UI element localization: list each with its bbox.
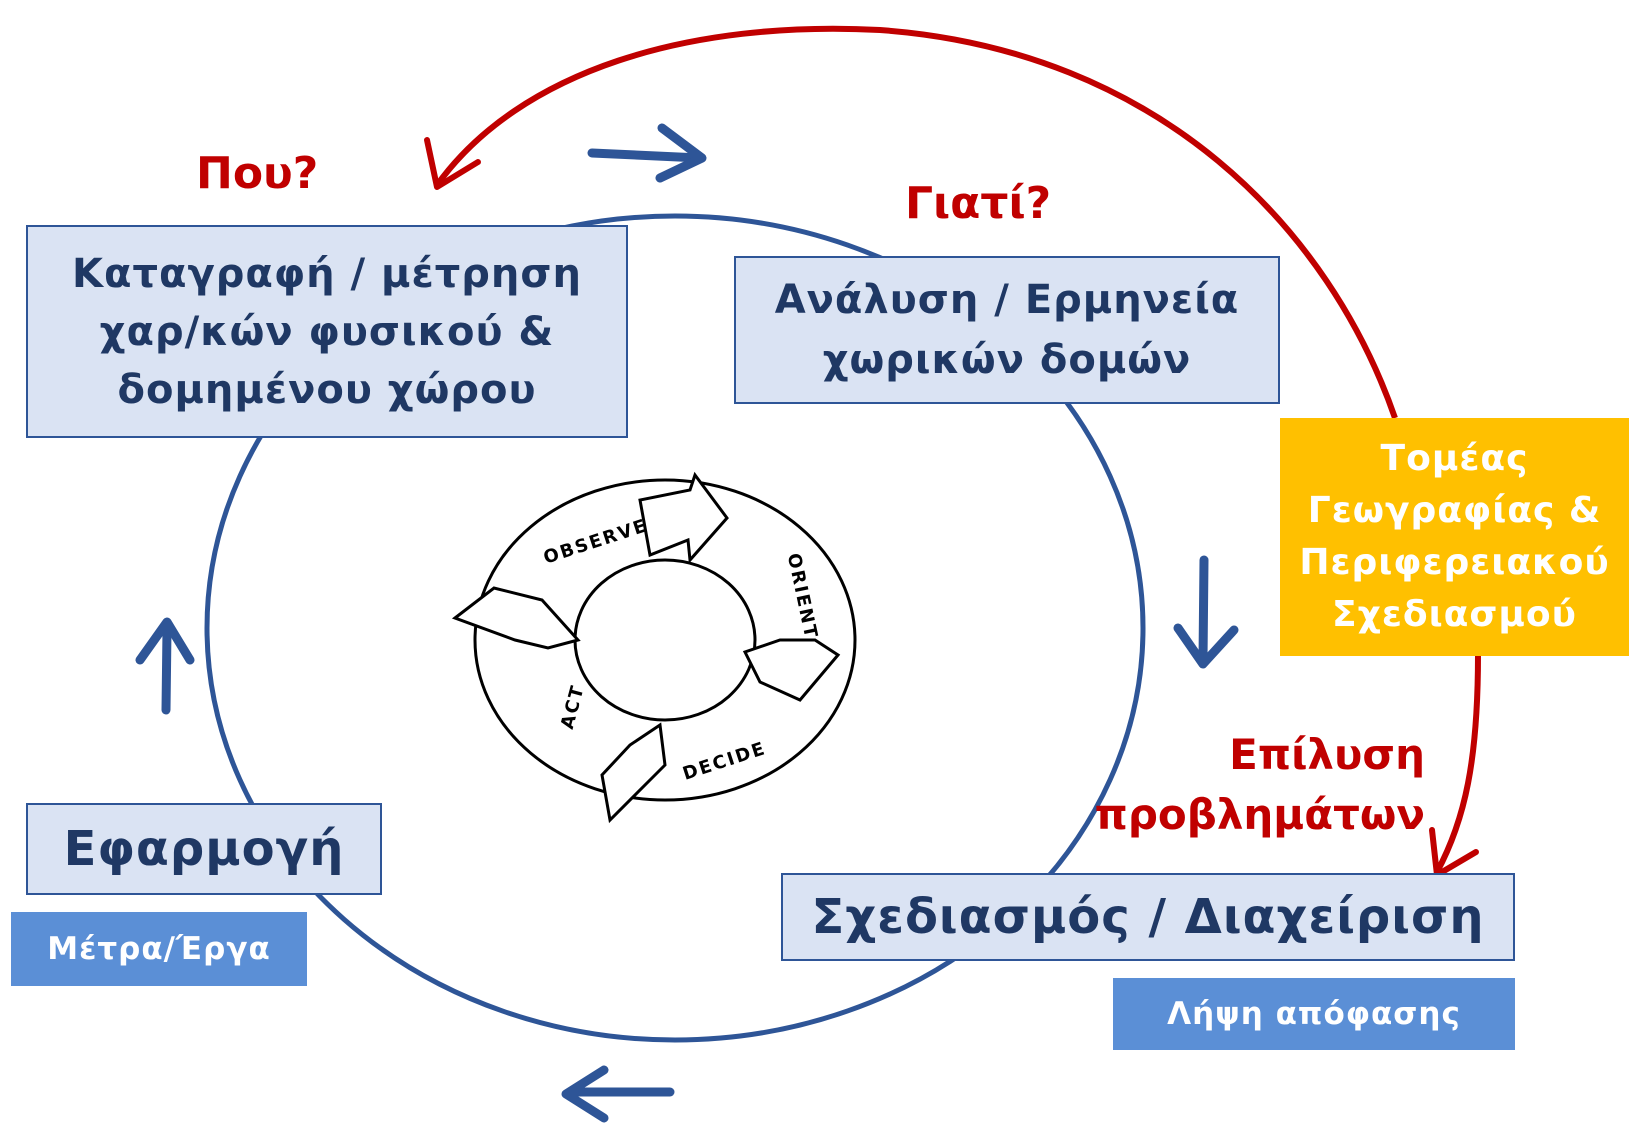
question-solve-line2: προβλημάτων <box>1094 790 1425 839</box>
red-descending-line <box>1434 654 1481 874</box>
sector-box: Τομέας Γεωγραφίας & Περιφερειακού Σχεδια… <box>1280 418 1629 656</box>
sector-line1: Τομέας <box>1380 438 1529 479</box>
sector-line4: Σχεδιασμού <box>1332 594 1577 635</box>
arrow-right-icon <box>587 123 707 183</box>
stage-record-line1: Καταγραφή / μέτρηση <box>71 250 583 297</box>
question-solve: Επίλυση προβλημάτων <box>1055 725 1425 845</box>
stage-analysis-line1: Ανάλυση / Ερμηνεία <box>774 277 1240 323</box>
arrow-up-icon <box>135 617 195 715</box>
ooda-loop <box>451 471 857 824</box>
arrow-left-icon <box>561 1065 675 1123</box>
question-why: Γιατί? <box>905 178 1052 229</box>
stage-analysis-box: Ανάλυση / Ερμηνεία χωρικών δομών <box>734 256 1280 404</box>
stage-planning-box: Σχεδιασμός / Διαχείριση <box>781 873 1515 961</box>
stage-record-line2: χαρ/κών φυσικού & <box>99 308 555 355</box>
main-cycle-circle <box>204 213 1146 1043</box>
question-where: Που? <box>196 148 319 199</box>
stage-record-box: Καταγραφή / μέτρηση χαρ/κών φυσικού & δο… <box>26 225 628 438</box>
question-solve-line1: Επίλυση <box>1229 730 1425 779</box>
red-feedback-arc <box>434 25 1398 419</box>
red-arrowhead-where <box>424 137 481 190</box>
sector-line2: Γεωγραφίας & <box>1307 490 1602 531</box>
sector-line3: Περιφερειακού <box>1299 542 1610 583</box>
stage-record-line3: δομημένου χώρου <box>117 366 537 413</box>
stage-application-box: Εφαρμογή <box>26 803 382 895</box>
sublabel-measures: Μέτρα/Έργα <box>11 912 307 986</box>
arrow-down-icon <box>1173 555 1239 669</box>
sublabel-decision: Λήψη απόφασης <box>1113 978 1515 1050</box>
stage-analysis-line2: χωρικών δομών <box>822 337 1192 383</box>
